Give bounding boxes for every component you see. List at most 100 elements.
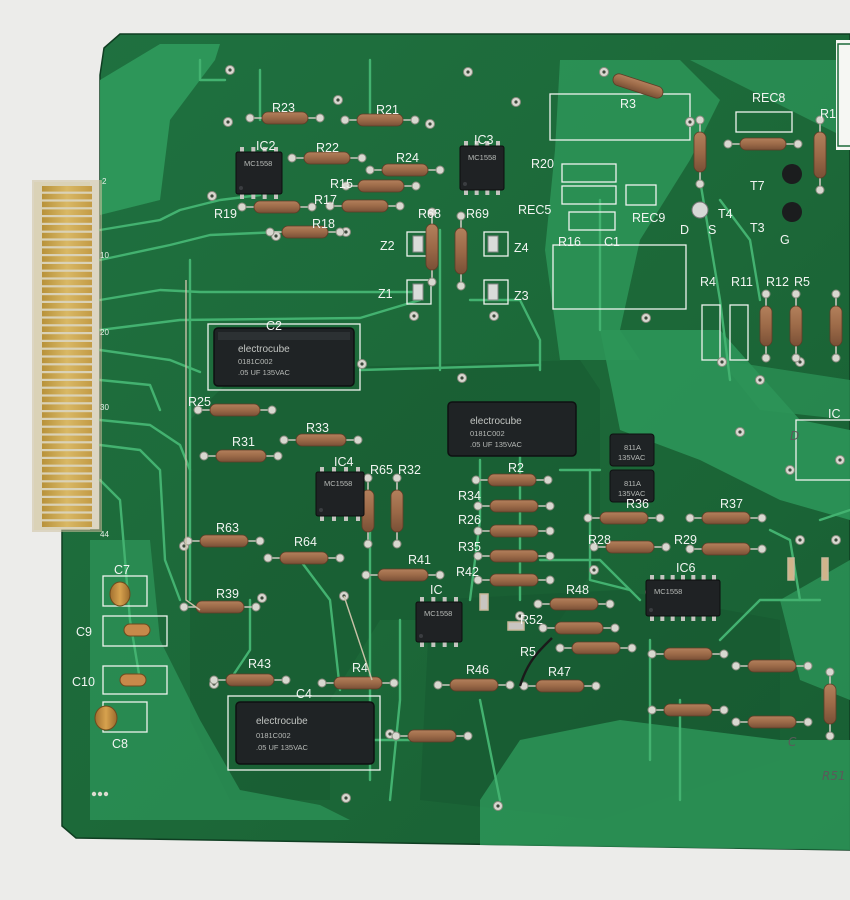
gold-finger xyxy=(42,435,92,442)
ic-marking: MC1558 xyxy=(324,479,352,488)
edge-pin-number-2: 2 xyxy=(102,177,107,186)
silkscreen-label: IC xyxy=(828,407,841,421)
gold-finger xyxy=(42,295,92,301)
silkscreen-label: C9 xyxy=(76,625,92,639)
gold-finger xyxy=(42,310,92,317)
silkscreen-label: R23 xyxy=(272,101,295,115)
silkscreen-label: T3 xyxy=(750,221,765,235)
silkscreen-label: S xyxy=(708,223,716,237)
silkscreen-label: G xyxy=(780,233,790,247)
silkscreen-label: R5 xyxy=(794,275,810,289)
jumper-wire xyxy=(518,637,553,687)
capacitor-c9 xyxy=(123,623,151,637)
resistor xyxy=(583,511,665,525)
resistor xyxy=(723,137,803,151)
resistor xyxy=(199,449,283,463)
gold-finger xyxy=(42,505,92,512)
resistor xyxy=(647,703,729,717)
gold-finger xyxy=(42,209,92,215)
resistor xyxy=(433,678,515,692)
silkscreen-label: R37 xyxy=(720,497,743,511)
silkscreen-label: R41 xyxy=(408,553,431,567)
gold-finger xyxy=(42,474,92,481)
resistor xyxy=(473,549,555,563)
silkscreen-label: R64 xyxy=(294,535,317,549)
silkscreen-label: R2 xyxy=(508,461,524,475)
solder-pads xyxy=(179,65,845,811)
ic-marking: MC1558 xyxy=(244,159,272,168)
right-edge-logo-box xyxy=(836,40,850,150)
relay-c2-part: 0181C002 xyxy=(238,357,273,366)
resistor xyxy=(340,113,420,127)
silkscreen-label: R29 xyxy=(674,533,697,547)
transistors xyxy=(691,164,802,222)
silkscreen-label: REC8 xyxy=(752,91,785,105)
resistor xyxy=(813,115,827,195)
ic-chip: MC1558 xyxy=(645,575,721,621)
gold-finger xyxy=(42,217,92,223)
silkscreen-label: R35 xyxy=(458,540,481,554)
silkscreen-label: R36 xyxy=(626,497,649,511)
silkscreen-label: R5 xyxy=(520,645,536,659)
gold-finger xyxy=(42,248,92,254)
edge-pin-number-44: 44 xyxy=(100,530,109,539)
silkscreen-label: IC4 xyxy=(334,455,354,469)
gold-finger xyxy=(42,349,92,356)
resistor xyxy=(317,676,399,690)
ic-chip: MC1558 xyxy=(235,147,283,199)
silkscreen-label: IC xyxy=(430,583,443,597)
resistor xyxy=(693,115,707,189)
resistor xyxy=(731,659,813,673)
silkscreen-label: C8 xyxy=(112,737,128,751)
relay-c2-brand: electrocube xyxy=(238,344,290,355)
silkscreen-label: T7 xyxy=(750,179,765,193)
silkscreen-label: R20 xyxy=(531,157,554,171)
edge-pin-number-20: 20 xyxy=(100,328,109,337)
capacitor-c7 xyxy=(109,581,131,607)
resistor xyxy=(193,403,277,417)
resistor xyxy=(685,542,767,556)
silkscreen-outlines xyxy=(102,93,850,771)
glass-diodes xyxy=(479,557,829,631)
gold-finger xyxy=(42,466,92,473)
resistor-group xyxy=(179,73,843,743)
resistor xyxy=(287,151,367,165)
resistor xyxy=(263,551,345,565)
edge-pin-number-30: 30 xyxy=(100,403,109,412)
resistor xyxy=(538,621,620,635)
gold-finger xyxy=(42,404,92,410)
resistor xyxy=(473,573,555,587)
resistor xyxy=(789,289,803,363)
resistor xyxy=(265,225,345,239)
resistor xyxy=(731,715,813,729)
resistor xyxy=(237,200,317,214)
silkscreen-label: R47 xyxy=(548,665,571,679)
gold-finger xyxy=(42,498,92,504)
resistor xyxy=(473,499,555,513)
silkscreen-label: D xyxy=(680,223,689,237)
silkscreen-label: C10 xyxy=(72,675,95,689)
silkscreen-label: REC5 xyxy=(518,203,551,217)
silkscreen-label: R17 xyxy=(314,193,337,207)
silkscreen-label: Z1 xyxy=(378,287,393,301)
resistor xyxy=(829,289,843,363)
handwritten-r51: R51 xyxy=(822,769,846,783)
small-relay-top-part: 811A xyxy=(624,443,641,452)
ic-marking: MC1558 xyxy=(654,587,682,596)
silkscreen-label: C2 xyxy=(266,319,282,333)
resistor xyxy=(589,540,671,554)
resistor xyxy=(471,473,553,487)
silkscreen-label: IC6 xyxy=(676,561,696,575)
silkscreen-label: R15 xyxy=(330,177,353,191)
resistor xyxy=(759,289,773,363)
silkscreen-label: R16 xyxy=(558,235,581,249)
gold-finger xyxy=(42,396,92,403)
gold-finger xyxy=(42,318,92,325)
silkscreen-label: R63 xyxy=(216,521,239,535)
silkscreen-label: R32 xyxy=(398,463,421,477)
handwritten-d: D xyxy=(790,429,799,443)
resistor xyxy=(519,679,601,693)
